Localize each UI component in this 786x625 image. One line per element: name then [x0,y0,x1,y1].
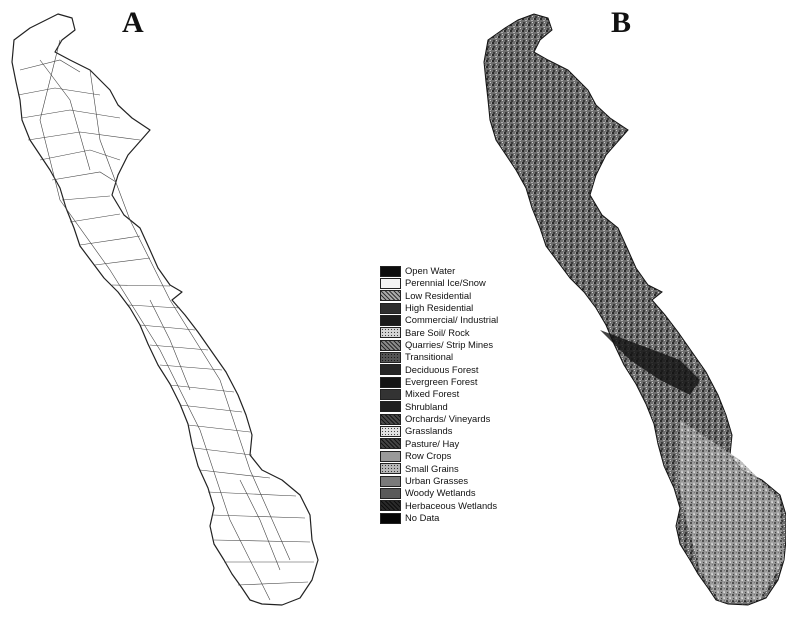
legend-item: Commercial/ Industrial [380,314,499,327]
legend-item: Mixed Forest [380,388,498,401]
legend-label: Bare Soil/ Rock [405,326,470,338]
legend-item: Open Water [380,265,498,277]
legend-item: Small Grains [380,463,498,475]
panel-a-label: A [122,6,144,39]
legend-label: Grasslands [405,425,453,437]
dark-cover-region [600,330,700,395]
light-cover-region [678,420,784,602]
land-cover-map-b [483,13,786,606]
legend-item: No Data [380,512,498,524]
legend-swatch [380,500,401,512]
legend-swatch [380,376,401,388]
legend-label: Small Grains [405,462,459,474]
legend-swatch [380,352,401,364]
legend-label: Urban Grasses [405,474,469,486]
legend-swatch [380,315,401,327]
legend-swatch [380,512,401,524]
legend-item: Row Crops [380,450,498,462]
legend-swatch [380,327,401,339]
legend-label: Pasture/ Hay [405,437,460,449]
legend-swatch [380,401,401,413]
legend-label: Herbaceous Wetlands [405,499,498,511]
legend-label: Row Crops [405,450,452,462]
legend-label: No Data [405,511,440,523]
legend-item: Bare Soil/ Rock [380,327,498,339]
legend-swatch [380,487,401,499]
legend-item: Low Residential [380,290,498,302]
legend-label: High Residential [405,302,474,314]
legend-label: Evergreen Forest [405,376,478,388]
legend-label: Commercial/ Industrial [405,314,499,326]
legend-item: Quarries/ Strip Mines [380,339,498,351]
watershed-outline-a [11,13,319,606]
legend-swatch [380,438,401,450]
legend-label: Transitional [405,351,454,363]
legend-item: Woody Wetlands [380,487,498,499]
legend-swatch [380,463,401,475]
legend-label: Perennial Ice/Snow [405,277,486,289]
watershed-outline-map-a [11,13,319,606]
legend-item: Perennial Ice/Snow [380,277,498,290]
legend-item: Grasslands [380,425,498,438]
legend-label: Deciduous Forest [405,363,479,375]
legend-swatch [380,302,401,314]
legend-item: Herbaceous Wetlands [380,500,498,512]
legend-label: Woody Wetlands [405,487,476,499]
legend-item: Deciduous Forest [380,364,498,376]
legend-swatch [380,426,401,438]
legend-item: Evergreen Forest [380,376,498,388]
legend-swatch [380,290,401,302]
legend-item: Shrubland [380,401,498,413]
legend-label: Low Residential [405,289,472,301]
legend-swatch [380,339,401,351]
legend-swatch [380,413,401,425]
legend-label: Open Water [405,265,456,276]
legend-swatch [380,389,401,401]
legend-swatch [380,278,401,290]
legend-label: Shrubland [405,400,448,412]
legend-item: Transitional [380,351,498,364]
legend-swatch [380,265,401,277]
legend-swatch [380,364,401,376]
panel-b-label: B [611,6,632,39]
subbasin-boundaries [17,39,314,601]
legend-item: Orchards/ Vineyards [380,413,498,425]
legend-swatch [380,450,401,462]
legend-item: Pasture/ Hay [380,438,498,450]
legend-item: Urban Grasses [380,475,498,487]
legend-swatch [380,475,401,487]
legend-item: High Residential [380,302,498,314]
legend-label: Mixed Forest [405,388,460,400]
legend-label: Orchards/ Vineyards [405,413,491,425]
legend-label: Quarries/ Strip Mines [405,339,494,351]
